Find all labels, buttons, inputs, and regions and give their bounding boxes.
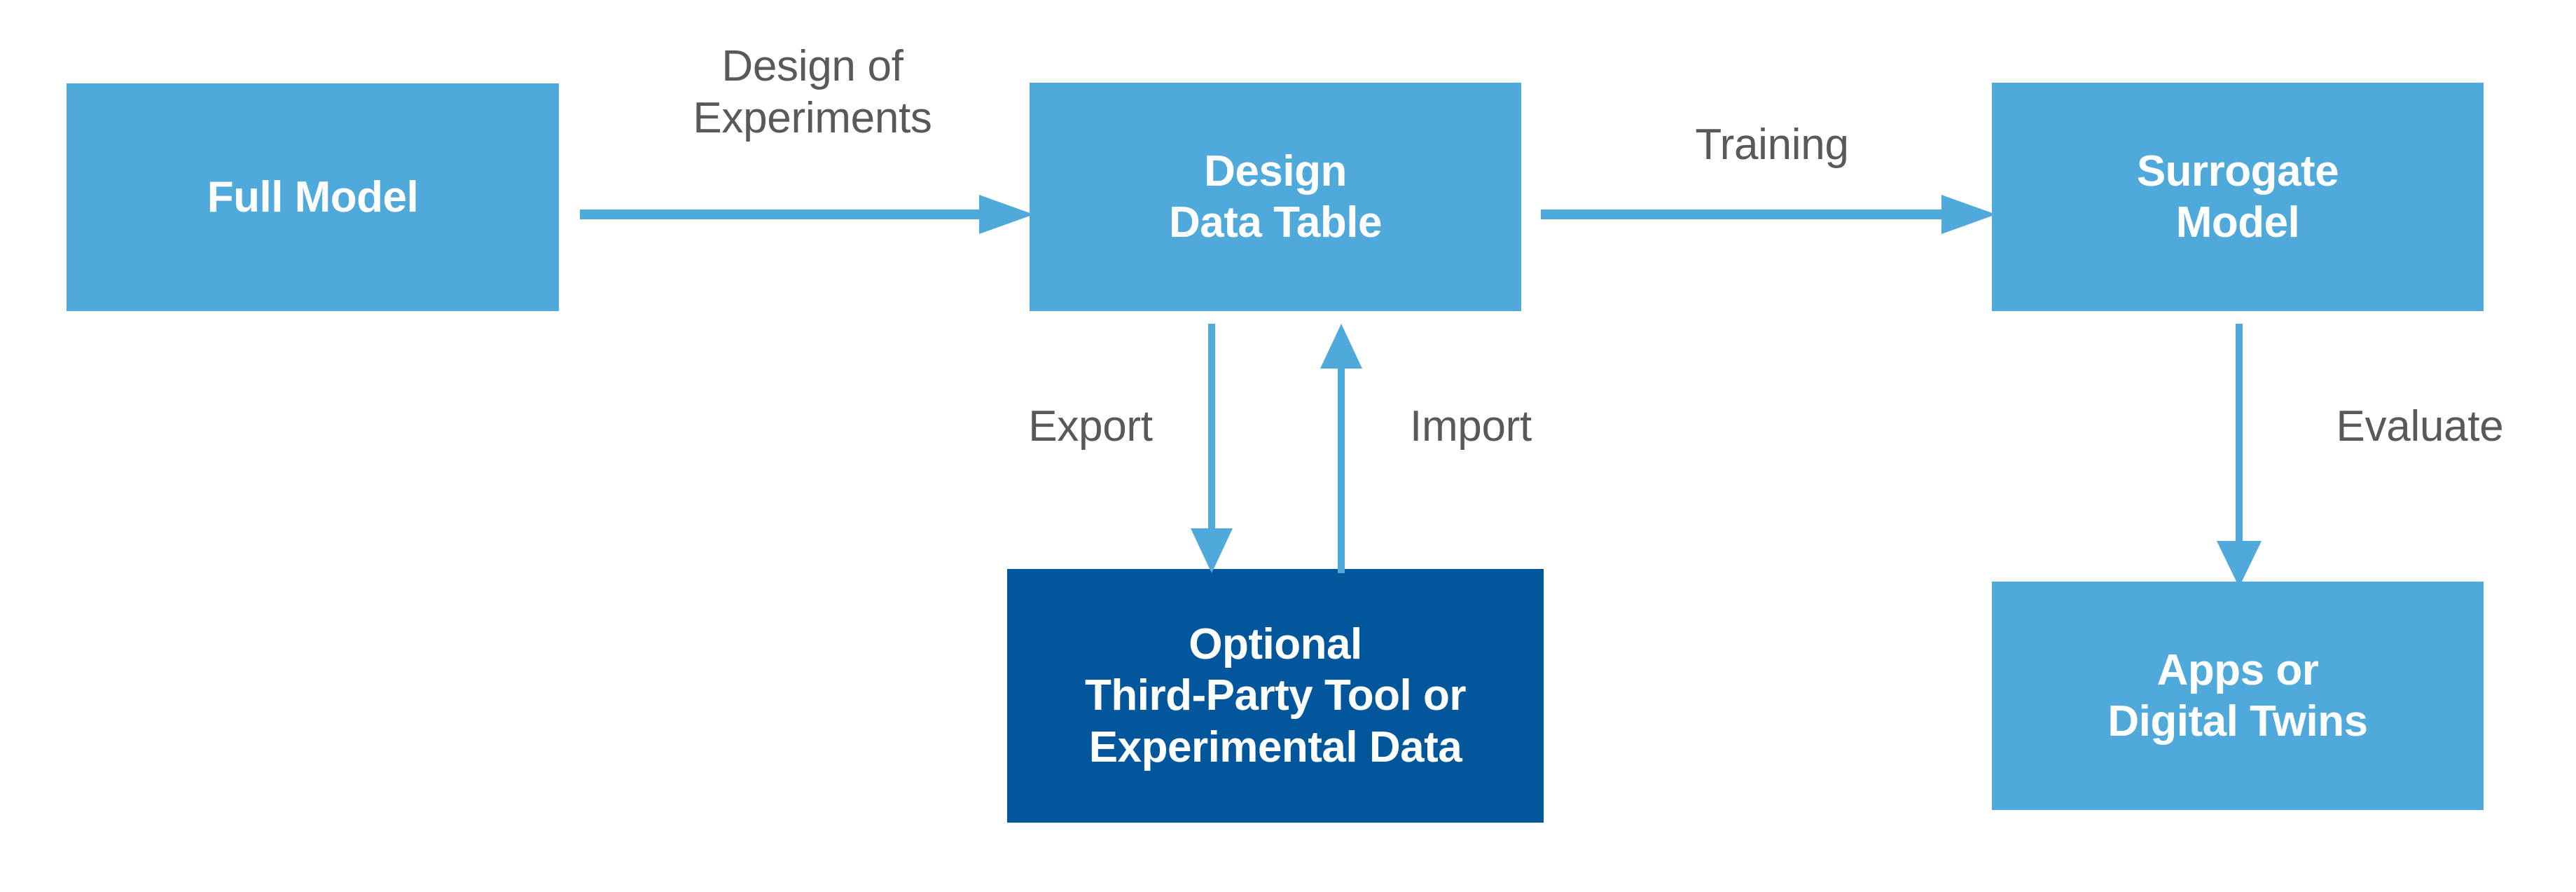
arrow-evaluate-icon xyxy=(2217,324,2262,587)
arrow-design-of-experiments-icon xyxy=(580,195,1034,234)
arrow-export-icon xyxy=(1191,324,1233,573)
edge-label-training: Training xyxy=(1695,121,1849,169)
edge-label-import: Import xyxy=(1410,402,1532,451)
arrow-import-icon xyxy=(1320,324,1362,573)
node-surrogate-model[interactable]: Surrogate Model xyxy=(1992,83,2484,311)
node-full-model[interactable]: Full Model xyxy=(67,83,559,311)
arrow-training-icon xyxy=(1541,195,1996,234)
edge-label-evaluate: Evaluate xyxy=(2336,402,2504,451)
node-apps-or-digital-twins[interactable]: Apps or Digital Twins xyxy=(1992,582,2484,810)
node-design-data-table[interactable]: Design Data Table xyxy=(1030,83,1521,311)
node-optional-third-party-tool[interactable]: Optional Third-Party Tool or Experimenta… xyxy=(1007,569,1544,823)
edge-label-export: Export xyxy=(1028,402,1153,451)
edge-label-design-of-experiments: Design of Experiments xyxy=(693,42,932,143)
